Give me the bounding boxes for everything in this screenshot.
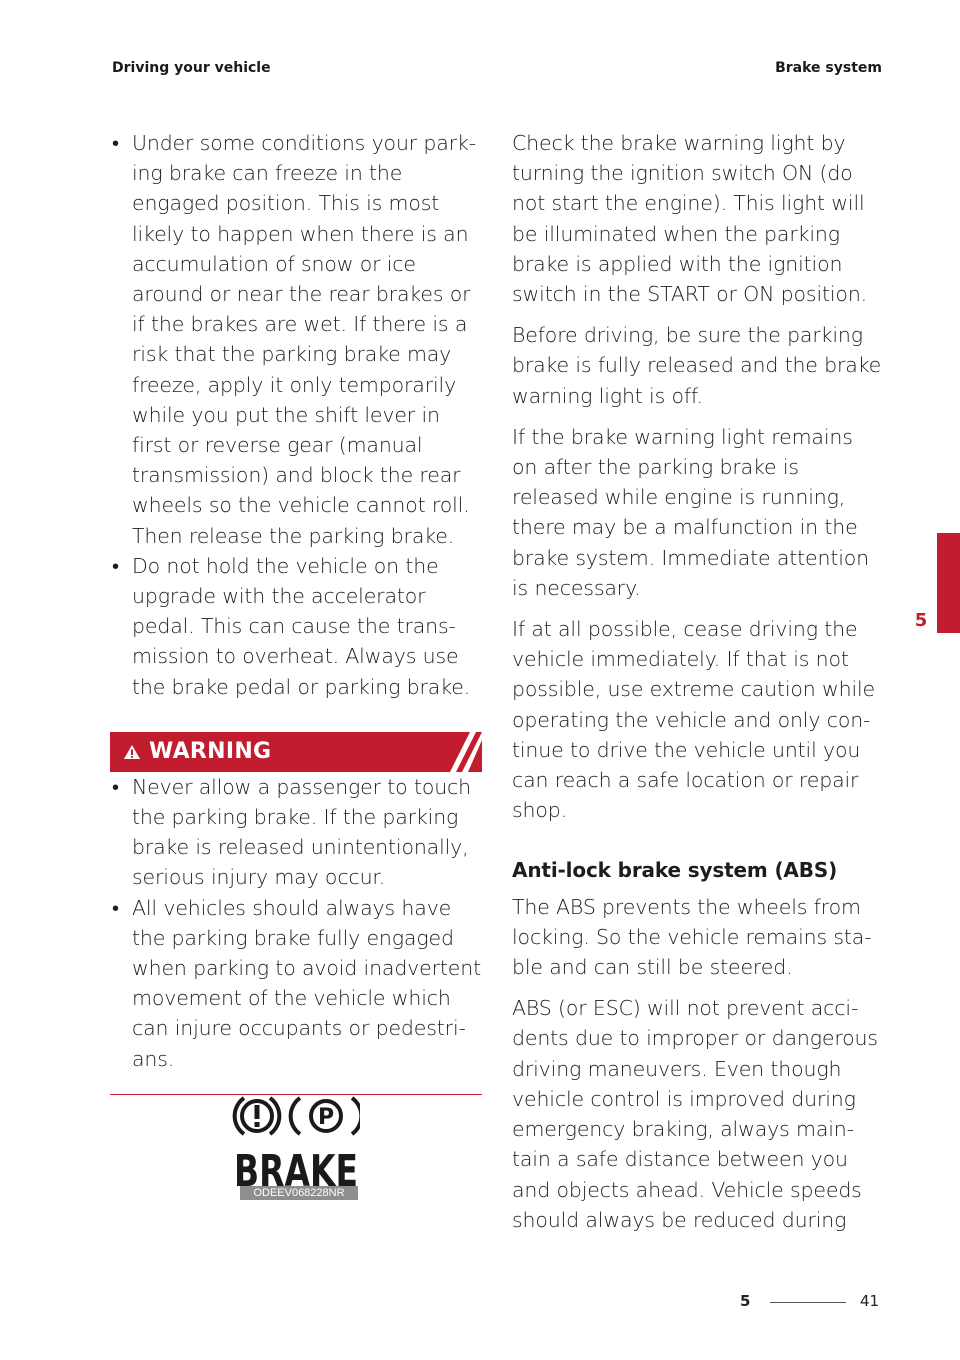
bullet-dot-icon: •	[112, 131, 119, 155]
list-item: • Do not hold the vehicle on the upgrade…	[110, 551, 482, 702]
bullet-text: Under some conditions your park-ing brak…	[132, 131, 476, 548]
warning-end-divider	[110, 1093, 482, 1095]
bullet-list: • Under some conditions your park-ing br…	[110, 128, 482, 702]
paragraph: If at all possible, cease driving the ve…	[512, 617, 875, 823]
paragraph: ABS (or ESC) will not prevent acci-dents…	[512, 996, 878, 1232]
left-column: • Under some conditions your park-ing br…	[110, 128, 482, 1103]
paragraph: The ABS prevents the wheels from locking…	[512, 894, 872, 980]
right-column: Check the brake warning light by turning…	[512, 128, 884, 1246]
slash-decoration-icon	[450, 731, 482, 772]
figure-code-label: ODEEV068228NR	[240, 1186, 358, 1200]
bullet-text: Do not hold the vehicle on the upgrade w…	[132, 553, 471, 699]
paragraph: Before driving, be sure the parking brak…	[512, 323, 882, 408]
warning-list: • Never allow a passenger to touch the p…	[110, 772, 482, 1074]
bullet-dot-icon: •	[112, 895, 119, 920]
footer-divider	[770, 1302, 846, 1303]
warning-bullet-text: Never allow a passenger to touch the par…	[132, 774, 472, 890]
running-header-section: Driving your vehicle	[112, 60, 271, 76]
list-item: • Under some conditions your park-ing br…	[110, 128, 482, 551]
bullet-dot-icon: •	[112, 774, 119, 799]
warning-banner: WARNING	[110, 731, 482, 772]
warning-bullet-text: All vehicles should always have the park…	[132, 895, 481, 1071]
paragraph: If the brake warning light remains on af…	[512, 424, 870, 600]
chapter-side-tab	[937, 533, 960, 633]
footer-chapter-number: 5	[740, 1292, 751, 1310]
chapter-side-number: 5	[914, 610, 928, 631]
list-item: • All vehicles should always have the pa…	[110, 893, 482, 1074]
footer-page-number: 41	[860, 1292, 880, 1310]
warning-title: WARNING	[149, 739, 272, 765]
warning-triangle-icon	[123, 744, 141, 760]
svg-text:P: P	[318, 1105, 334, 1130]
list-item: • Never allow a passenger to touch the p…	[110, 772, 482, 893]
paragraph: Check the brake warning light by turning…	[512, 131, 868, 307]
section-heading: Anti-lock brake system (ABS)	[512, 858, 838, 883]
bullet-dot-icon: •	[112, 553, 119, 578]
running-header-topic: Brake system	[775, 60, 882, 76]
